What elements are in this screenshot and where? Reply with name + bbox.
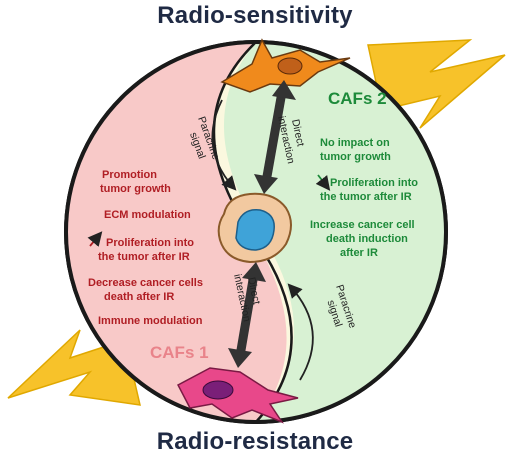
caf1-item-3-line1: Proliferation into — [106, 237, 194, 249]
caf2-item-3-line2: death induction — [326, 233, 408, 245]
caf2-item-2-line1: Proliferation into — [330, 177, 418, 189]
caf1-item-4-line2: death after IR — [104, 291, 174, 303]
paracrine-arrow-top — [211, 99, 237, 191]
caf1-item-5: Immune modulation — [98, 315, 203, 327]
direct-label-top-1: Direct — [289, 118, 306, 147]
caf2-region — [223, 42, 446, 422]
caf1-region — [66, 42, 287, 422]
trend-down-arrow-icon — [315, 174, 331, 191]
caf2-item-1-line2: tumor growth — [320, 151, 391, 163]
caf1-item-3-line2: the tumor after IR — [98, 251, 190, 263]
trend-up-arrow-icon — [87, 231, 103, 247]
caf1-item-1-line2: tumor growth — [100, 183, 171, 195]
direct-interaction-arrow-bottom — [228, 262, 266, 368]
direct-label-bottom-1: Direct — [245, 276, 262, 305]
caf1-item-1-line1: Promotion — [102, 169, 157, 181]
caf1-item-2: ECM modulation — [104, 209, 191, 221]
caf2-item-2-line2: the tumor after IR — [320, 191, 412, 203]
caf1-fibroblast-cell — [176, 367, 299, 424]
caf1-item-4-line1: Decrease cancer cells — [88, 277, 203, 289]
caf2-item-1-line1: No impact on — [320, 137, 390, 149]
title-radio-resistance: Radio-resistance — [156, 428, 354, 455]
direct-interaction-arrow-top — [254, 80, 296, 194]
caf2-fibroblast-cell — [220, 38, 351, 93]
caf2-item-3-line3: after IR — [340, 247, 378, 259]
tumor-cell — [217, 192, 292, 264]
caf2-item-3-line1: Increase cancer cell — [310, 219, 415, 231]
paracrine-arrow-bottom — [287, 283, 314, 381]
caf1-label: CAFs 1 — [150, 343, 209, 362]
caf2-label: CAFs 2 — [328, 89, 387, 108]
title-radio-sensitivity: Radio-sensitivity — [157, 2, 353, 29]
